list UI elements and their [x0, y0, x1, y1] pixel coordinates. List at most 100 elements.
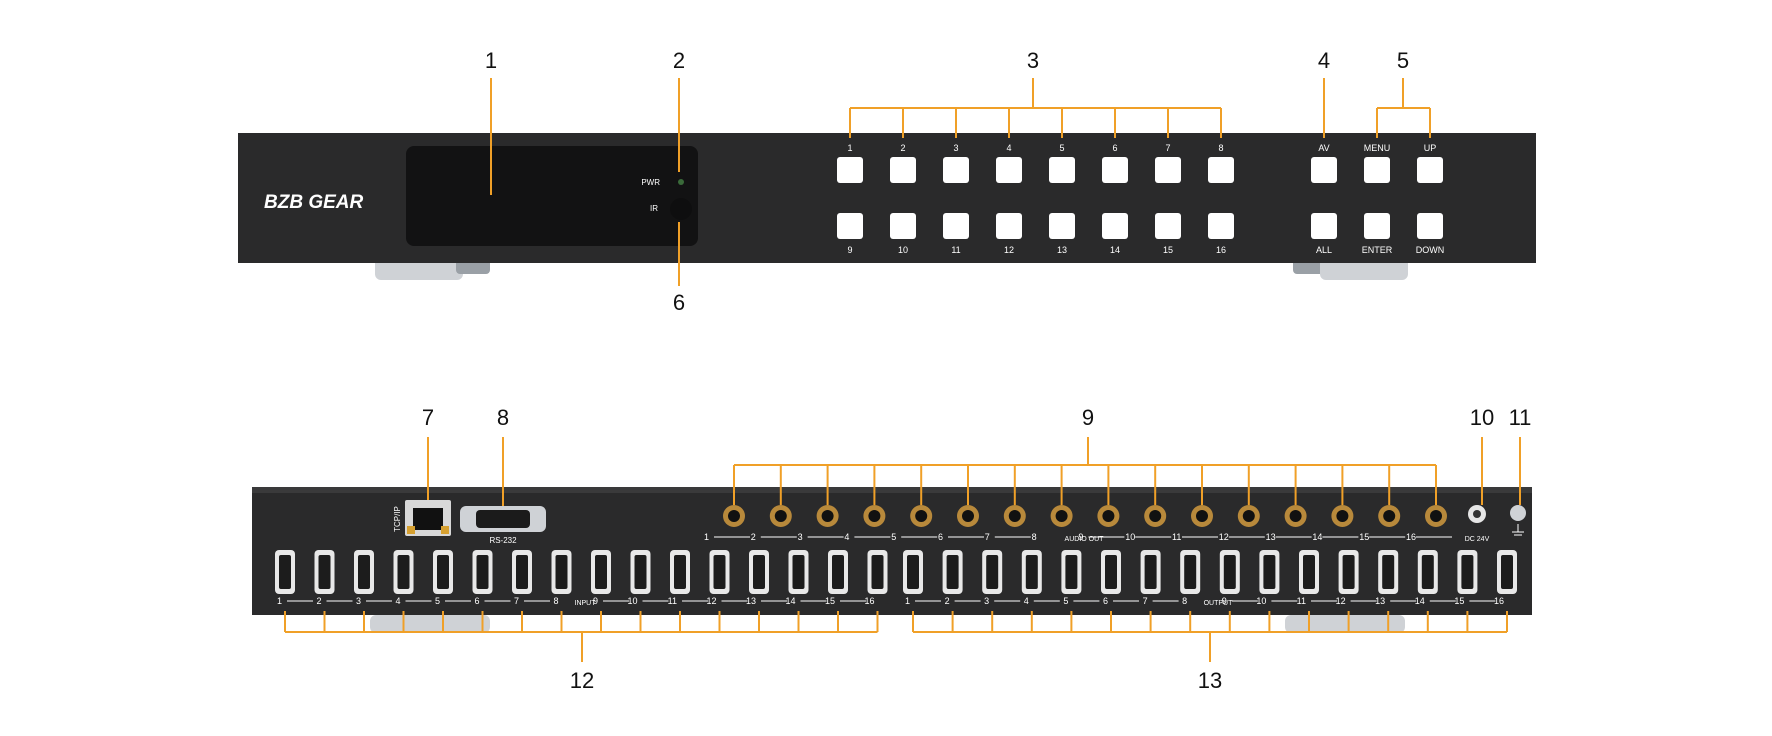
audio-out-jack-hole — [1055, 510, 1068, 522]
front-input-label-bottom: 9 — [847, 245, 852, 255]
callout-number: 6 — [673, 290, 685, 315]
front-input-label-top: 3 — [953, 143, 958, 153]
front-input-button — [1208, 157, 1234, 183]
hdmi-input-number: 2 — [316, 596, 321, 606]
audio-out-number: 13 — [1266, 532, 1276, 542]
hdmi-input-port-socket — [437, 555, 449, 589]
audio-out-number: 2 — [751, 532, 756, 542]
audio-out-jack-hole — [1336, 510, 1349, 522]
audio-out-jack-hole — [1149, 510, 1162, 522]
hdmi-input-port-socket — [753, 555, 765, 589]
hdmi-input-port-socket — [555, 555, 568, 589]
front-input-button — [837, 157, 863, 183]
hdmi-output-number: 3 — [984, 596, 989, 606]
hdmi-output-number: 16 — [1494, 596, 1504, 606]
hdmi-input-number: 14 — [785, 596, 795, 606]
dc-label: DC 24V — [1465, 536, 1490, 543]
hdmi-output-port-socket — [907, 555, 919, 589]
brand-logo: BZB GEAR — [264, 192, 364, 213]
front-input-button — [890, 213, 916, 239]
hdmi-input-number: 12 — [706, 596, 716, 606]
callout-number: 3 — [1027, 48, 1039, 73]
hdmi-output-port-socket — [1461, 555, 1474, 589]
pwr-led — [678, 179, 684, 185]
hdmi-input-number: 1 — [277, 596, 282, 606]
hdmi-input-number: 11 — [668, 596, 677, 606]
hdmi-input-port-socket — [713, 555, 726, 589]
front-input-button — [996, 157, 1022, 183]
hdmi-output-port-socket — [1421, 555, 1434, 589]
audio-out-number: 15 — [1359, 532, 1369, 542]
hdmi-input-number: 15 — [825, 596, 835, 606]
hdmi-input-number: 16 — [864, 596, 874, 606]
front-control-label-bottom: DOWN — [1416, 245, 1445, 255]
hdmi-output-number: 11 — [1297, 596, 1306, 606]
front-input-button — [1102, 157, 1128, 183]
rear-panel-top-edge — [252, 487, 1532, 493]
front-input-label-bottom: 15 — [1163, 245, 1173, 255]
ground-terminal — [1510, 505, 1526, 521]
callout-number: 4 — [1318, 48, 1330, 73]
callout-number: 7 — [422, 405, 434, 430]
front-input-button — [943, 157, 969, 183]
hdmi-output-port-socket — [1184, 555, 1197, 589]
hdmi-input-number: 6 — [474, 596, 479, 606]
audio-out-number: 3 — [798, 532, 803, 542]
pwr-label: PWR — [641, 178, 660, 187]
hdmi-output-port-socket — [1144, 555, 1157, 589]
hdmi-output-number: 6 — [1103, 596, 1108, 606]
hdmi-output-number: 8 — [1182, 596, 1187, 606]
hdmi-output-number: 1 — [905, 596, 910, 606]
front-input-label-bottom: 11 — [951, 245, 960, 255]
hdmi-output-port-socket — [1501, 555, 1513, 589]
hdmi-input-port-socket — [397, 555, 410, 589]
rear-foot-left — [370, 615, 490, 633]
hdmi-output-number: 5 — [1063, 596, 1068, 606]
hdmi-output-port-socket — [946, 555, 959, 589]
input-label: INPUT — [575, 600, 597, 607]
hdmi-output-number: 10 — [1256, 596, 1266, 606]
hdmi-input-number: 7 — [514, 596, 519, 606]
hdmi-input-number: 3 — [356, 596, 361, 606]
rear-foot-right — [1285, 615, 1405, 633]
rs232-socket — [476, 510, 530, 528]
audio-out-jack-hole — [1383, 510, 1396, 522]
front-input-button — [1102, 213, 1128, 239]
hdmi-input-port-socket — [871, 555, 884, 589]
front-input-label-top: 4 — [1006, 143, 1011, 153]
hdmi-output-port-socket — [986, 555, 999, 589]
front-input-button — [1208, 213, 1234, 239]
dc-power-jack-pin — [1473, 510, 1481, 518]
hdmi-output-number: 7 — [1143, 596, 1148, 606]
audio-out-jack-hole — [728, 510, 740, 522]
front-input-label-top: 2 — [900, 143, 905, 153]
ir-sensor — [670, 198, 692, 220]
lcd-display — [406, 146, 698, 246]
front-input-label-top: 8 — [1218, 143, 1223, 153]
hdmi-output-port-socket — [1303, 555, 1315, 589]
callout-number: 1 — [485, 48, 497, 73]
front-input-button — [1155, 213, 1181, 239]
hdmi-output-number: 13 — [1375, 596, 1385, 606]
front-input-label-top: 6 — [1112, 143, 1117, 153]
rs232-label: RS-232 — [489, 536, 517, 545]
front-input-label-bottom: 10 — [898, 245, 908, 255]
hdmi-output-port-socket — [1342, 555, 1355, 589]
front-control-button — [1364, 157, 1390, 183]
rj45-led — [441, 526, 449, 534]
hdmi-input-number: 13 — [746, 596, 756, 606]
front-control-button — [1364, 213, 1390, 239]
audio-out-jack-hole — [774, 510, 787, 522]
hdmi-input-port-socket — [634, 555, 647, 589]
audio-out-jack-hole — [915, 510, 928, 522]
front-control-label-bottom: ENTER — [1362, 245, 1393, 255]
callout-number: 8 — [497, 405, 509, 430]
callout-number: 2 — [673, 48, 685, 73]
hdmi-input-port-socket — [358, 555, 370, 589]
front-input-label-top: 1 — [847, 143, 852, 153]
audio-out-number: 10 — [1125, 532, 1135, 542]
hdmi-input-number: 8 — [553, 596, 558, 606]
hdmi-output-number: 14 — [1415, 596, 1425, 606]
hdmi-output-port-socket — [1065, 555, 1078, 589]
